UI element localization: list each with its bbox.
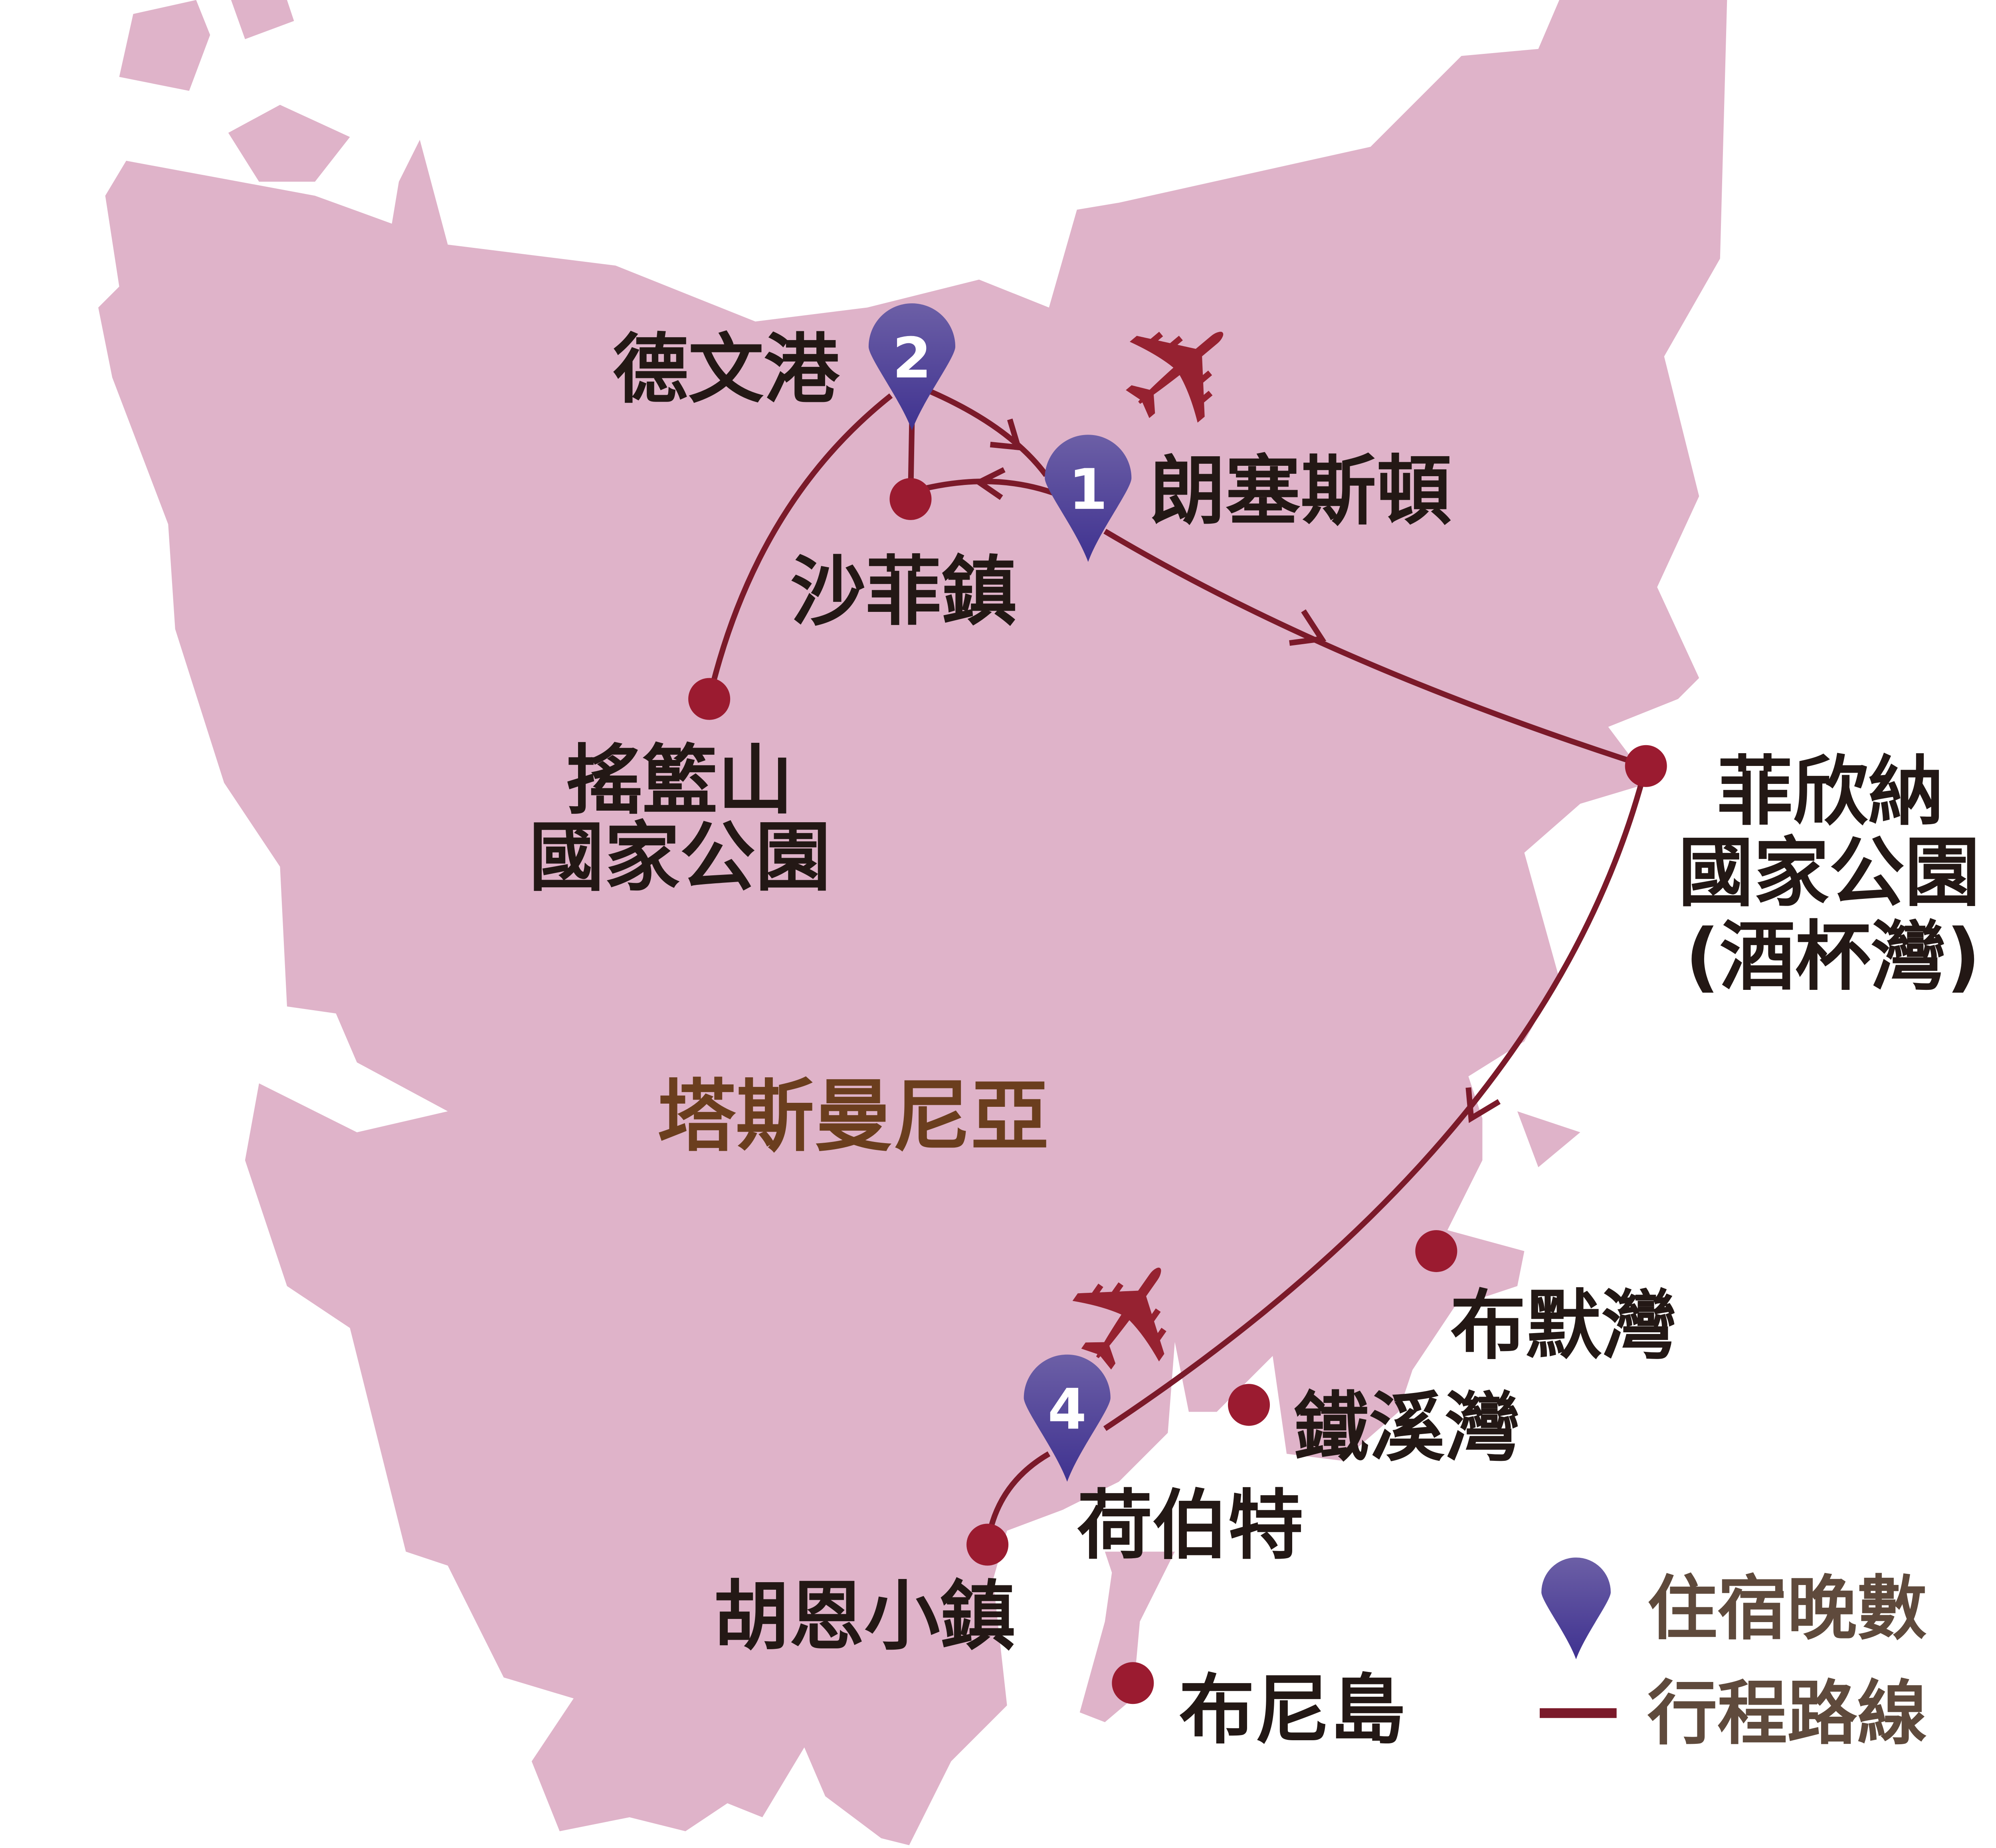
- pin-nights: 2: [893, 326, 931, 391]
- label-freycinet-2: 國家公園: [1678, 829, 1980, 917]
- pin-devonport[interactable]: 2: [868, 303, 956, 431]
- stop-dots: [688, 478, 1667, 1704]
- legend-pin-icon: [1541, 1557, 1611, 1660]
- tasmania-main-island: [98, 0, 1727, 1845]
- route-launceston-freycinet: [1103, 528, 1647, 769]
- route-freycinet-hobart: [1103, 765, 1649, 1431]
- route-cradle-devonport: [706, 393, 893, 700]
- label-hobart: 荷伯特: [1077, 1482, 1303, 1570]
- label-bicheno: 布默灣: [1450, 1282, 1677, 1370]
- label-launceston: 朗塞斯頓: [1150, 447, 1451, 535]
- label-swansea: 鐵溪灣: [1294, 1383, 1520, 1472]
- route: [706, 389, 1649, 1545]
- pin-nights: 1: [1069, 457, 1107, 522]
- stop-dot-cradle-mountain[interactable]: [688, 678, 731, 720]
- stop-dot-bicheno[interactable]: [1415, 1230, 1457, 1272]
- route-arrow: [990, 418, 1022, 451]
- route-devonport-launceston: [929, 389, 1049, 477]
- pin-nights: 4: [1048, 1377, 1086, 1442]
- pin-hobart[interactable]: 4: [1024, 1354, 1111, 1482]
- small-island: [228, 105, 350, 182]
- label-huonville: 胡恩小鎮: [713, 1572, 1015, 1660]
- stop-dot-huonville[interactable]: [966, 1524, 1009, 1566]
- legend-route-label: 行程路線: [1647, 1673, 1927, 1754]
- bruny-island: [1079, 1551, 1175, 1722]
- route-arrow: [973, 467, 1006, 500]
- pin-launceston[interactable]: 1: [1045, 435, 1132, 562]
- region-label-tasmania: 塔斯曼尼亞: [657, 1071, 1049, 1162]
- label-cradle-mountain-2: 國家公園: [529, 813, 831, 901]
- legend-nights-label: 住宿晚數: [1647, 1568, 1927, 1650]
- label-freycinet-1: 菲欣納: [1717, 748, 1944, 836]
- stop-dot-bruny-island[interactable]: [1112, 1662, 1154, 1704]
- land: [98, 0, 1727, 1845]
- small-island: [119, 0, 210, 91]
- label-freycinet-3: (酒杯灣): [1685, 912, 1980, 1001]
- label-devonport: 德文港: [613, 325, 840, 414]
- route-launceston-sheffield: [910, 479, 1067, 501]
- place-labels: 德文港 朗塞斯頓 沙菲鎮 搖籃山 國家公園 菲欣納 國家公園 (酒杯灣) 布默灣…: [529, 325, 1981, 1754]
- stop-dot-swansea[interactable]: [1228, 1384, 1270, 1426]
- route-arrow: [1289, 609, 1327, 646]
- legend: 住宿晚數 行程路線: [1539, 1557, 1927, 1754]
- legend-route-line-icon: [1539, 1708, 1617, 1718]
- route-arrow: [1465, 1087, 1501, 1123]
- label-cradle-mountain-1: 搖籃山: [566, 736, 793, 825]
- small-island: [1517, 1111, 1580, 1167]
- stop-dot-sheffield[interactable]: [889, 478, 932, 520]
- stop-dot-freycinet[interactable]: [1625, 745, 1667, 787]
- small-island: [231, 0, 294, 40]
- label-sheffield: 沙菲鎮: [790, 548, 1017, 636]
- label-bruny-island: 布尼島: [1179, 1666, 1405, 1754]
